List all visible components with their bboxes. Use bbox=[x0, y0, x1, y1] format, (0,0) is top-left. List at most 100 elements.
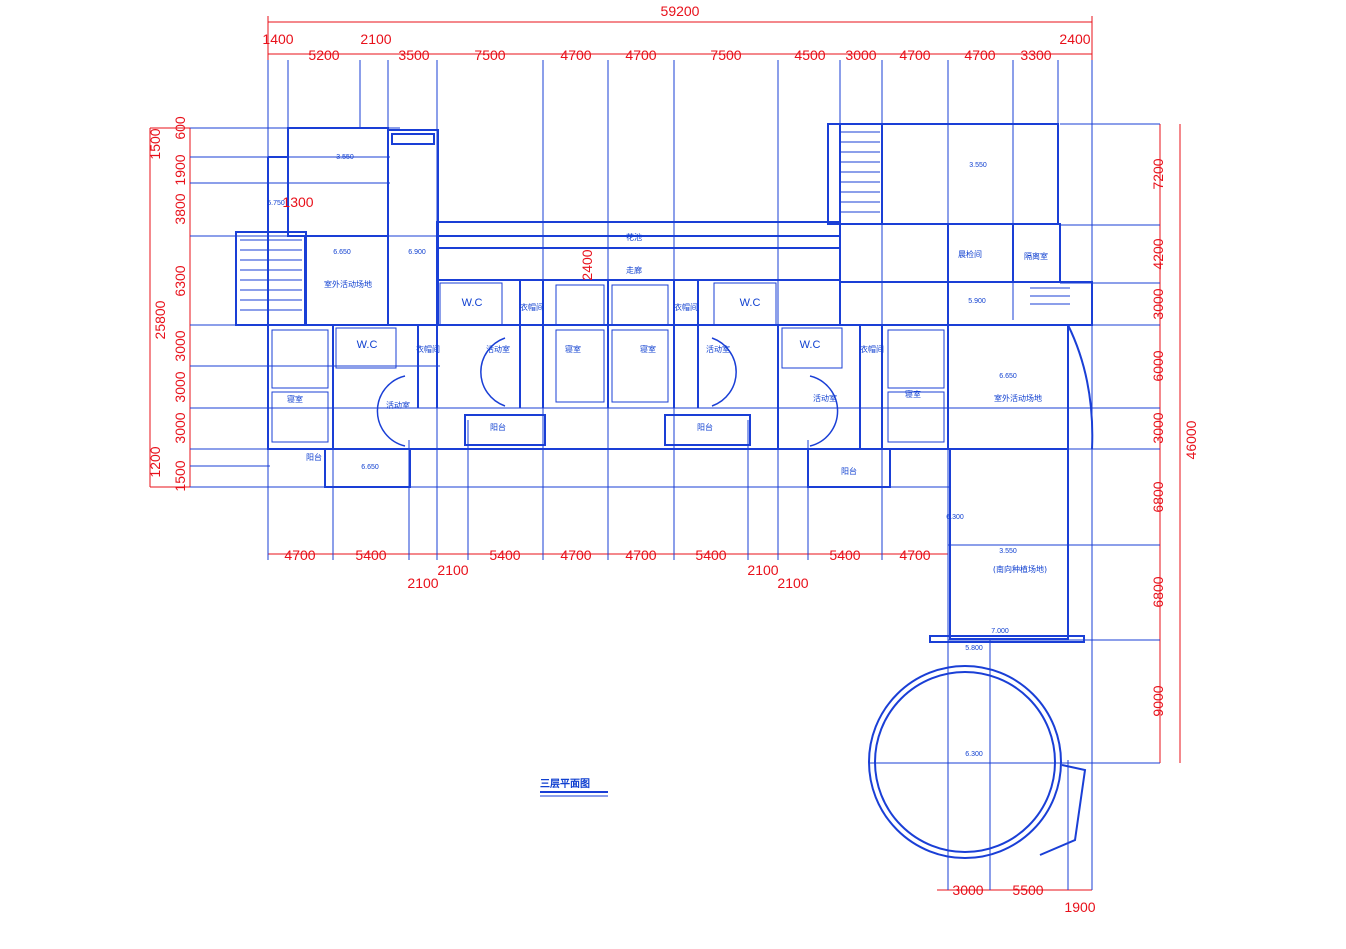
activity-arcs bbox=[376, 337, 839, 447]
room-bedroom-1: 寝室 bbox=[565, 344, 581, 354]
dim-top-12: 3300 bbox=[1020, 47, 1051, 63]
dim-bottom-3: 2100 bbox=[437, 562, 468, 578]
room-balcony-1: 阳台 bbox=[490, 422, 506, 432]
dim-top-6: 4700 bbox=[625, 47, 656, 63]
dim-bottom-11: 4700 bbox=[899, 547, 930, 563]
elev-7: 6.650 bbox=[999, 373, 1017, 380]
dim-bottom-10: 5400 bbox=[829, 547, 860, 563]
dim-right-0: 7200 bbox=[1150, 158, 1166, 189]
dim-bottom-7: 5400 bbox=[695, 547, 726, 563]
dim-top-11: 4700 bbox=[964, 47, 995, 63]
dim-right-2: 3000 bbox=[1150, 288, 1166, 319]
room-wc-2: W.C bbox=[740, 297, 761, 309]
room-office-1: 晨检间 bbox=[958, 249, 982, 259]
dim-corridor: 2400 bbox=[579, 249, 595, 280]
dim-top-7: 7500 bbox=[710, 47, 741, 63]
dim-top-1: 5200 bbox=[308, 47, 339, 63]
dim-left-6: 3000 bbox=[172, 330, 188, 361]
elev-13: 5.750 bbox=[267, 200, 285, 207]
dim-left-0: 600 bbox=[172, 116, 188, 140]
dim-right-5: 6800 bbox=[1150, 481, 1166, 512]
dim-right-1: 4200 bbox=[1150, 238, 1166, 269]
dim-right-4: 3000 bbox=[1150, 412, 1166, 443]
dim-left-col: 6001500190038006300258003000300030001200… bbox=[147, 116, 188, 491]
room-balcony-2: 阳台 bbox=[697, 422, 713, 432]
dim-top-13: 2400 bbox=[1059, 31, 1090, 47]
bed-furniture bbox=[271, 284, 945, 443]
dim-bottom-1: 5400 bbox=[355, 547, 386, 563]
dim-top-9: 3000 bbox=[845, 47, 876, 63]
elev-5: 3.550 bbox=[969, 162, 987, 169]
room-activity-1: 活动室 bbox=[486, 344, 510, 354]
dim-left-2: 1900 bbox=[172, 154, 188, 185]
elev-6: 5.900 bbox=[968, 298, 986, 305]
dim-left-5: 25800 bbox=[152, 300, 168, 339]
dim-top-0: 1400 bbox=[262, 31, 293, 47]
elev-10: 7.000 bbox=[991, 628, 1009, 635]
room-balcony-4: 阳台 bbox=[841, 466, 857, 476]
dim-circle-1: 5500 bbox=[1012, 882, 1043, 898]
dim-top-8: 4500 bbox=[794, 47, 825, 63]
room-corridor: 走廊 bbox=[626, 265, 642, 275]
room-garden: (南向种植场地) bbox=[993, 564, 1047, 574]
dim-circle-bottom: 3000 5500 1900 bbox=[952, 882, 1095, 915]
dim-top-2: 2100 bbox=[360, 31, 391, 47]
room-bedroom-4: 寝室 bbox=[905, 389, 921, 399]
room-outdoor-east: 室外活动场地 bbox=[994, 393, 1042, 403]
room-cloak-2: 衣帽间 bbox=[674, 302, 698, 312]
room-activity-3: 活动室 bbox=[386, 400, 410, 410]
dim-bottom-9: 2100 bbox=[777, 575, 808, 591]
dim-left-10: 1500 bbox=[172, 460, 188, 491]
dim-bottom-8: 2100 bbox=[747, 562, 778, 578]
dim-left-3: 3800 bbox=[172, 193, 188, 224]
room-overhang: 花池 bbox=[626, 232, 642, 242]
dim-bottom-5: 4700 bbox=[560, 547, 591, 563]
dim-left-7: 3000 bbox=[172, 371, 188, 402]
dim-top-3: 3500 bbox=[398, 47, 429, 63]
room-activity-4: 活动室 bbox=[813, 393, 837, 403]
room-outdoor-west: 室外活动场地 bbox=[324, 279, 372, 289]
building-walls bbox=[235, 123, 1094, 859]
elev-12: 6.300 bbox=[965, 751, 983, 758]
room-cloak-3: 衣帽间 bbox=[416, 344, 440, 354]
dim-top-total: 59200 bbox=[661, 3, 700, 19]
room-wc-1: W.C bbox=[462, 297, 483, 309]
elev-8: 6.300 bbox=[946, 514, 964, 521]
room-office-2: 隔离室 bbox=[1024, 251, 1048, 261]
room-wc-4: W.C bbox=[800, 339, 821, 351]
dim-top-10: 4700 bbox=[899, 47, 930, 63]
dim-right-total: 46000 bbox=[1183, 420, 1199, 459]
dim-right-3: 6000 bbox=[1150, 350, 1166, 381]
dim-left-8: 3000 bbox=[172, 412, 188, 443]
wc-fixtures bbox=[335, 282, 843, 369]
grid-axis-lines bbox=[190, 60, 1160, 890]
dim-left-inner: 1300 bbox=[282, 194, 313, 210]
elev-4: 6.650 bbox=[361, 464, 379, 471]
dim-bottom-4: 5400 bbox=[489, 547, 520, 563]
dim-bottom-2: 2100 bbox=[407, 575, 438, 591]
dim-bottom-6: 4700 bbox=[625, 547, 656, 563]
dim-circle-0: 3000 bbox=[952, 882, 983, 898]
room-activity-2: 活动室 bbox=[706, 344, 730, 354]
dim-bottom-0: 4700 bbox=[284, 547, 315, 563]
room-cloak-4: 衣帽间 bbox=[860, 344, 884, 354]
elev-1: 3.550 bbox=[336, 154, 354, 161]
dim-right-7: 9000 bbox=[1150, 685, 1166, 716]
stair-hatching bbox=[240, 131, 1070, 311]
dim-left-4: 6300 bbox=[172, 265, 188, 296]
room-bedroom-2: 寝室 bbox=[640, 344, 656, 354]
dim-circle-2: 1900 bbox=[1064, 899, 1095, 915]
room-cloak-1: 衣帽间 bbox=[520, 302, 544, 312]
elev-2: 6.650 bbox=[333, 249, 351, 256]
elev-9: 3.550 bbox=[999, 548, 1017, 555]
elev-11: 5.800 bbox=[965, 645, 983, 652]
elev-3: 6.900 bbox=[408, 249, 426, 256]
dim-top-5: 4700 bbox=[560, 47, 591, 63]
drawing-title: 三层平面图 bbox=[540, 778, 590, 790]
dim-left-9: 1200 bbox=[147, 446, 163, 477]
dimension-lines bbox=[149, 16, 1181, 891]
